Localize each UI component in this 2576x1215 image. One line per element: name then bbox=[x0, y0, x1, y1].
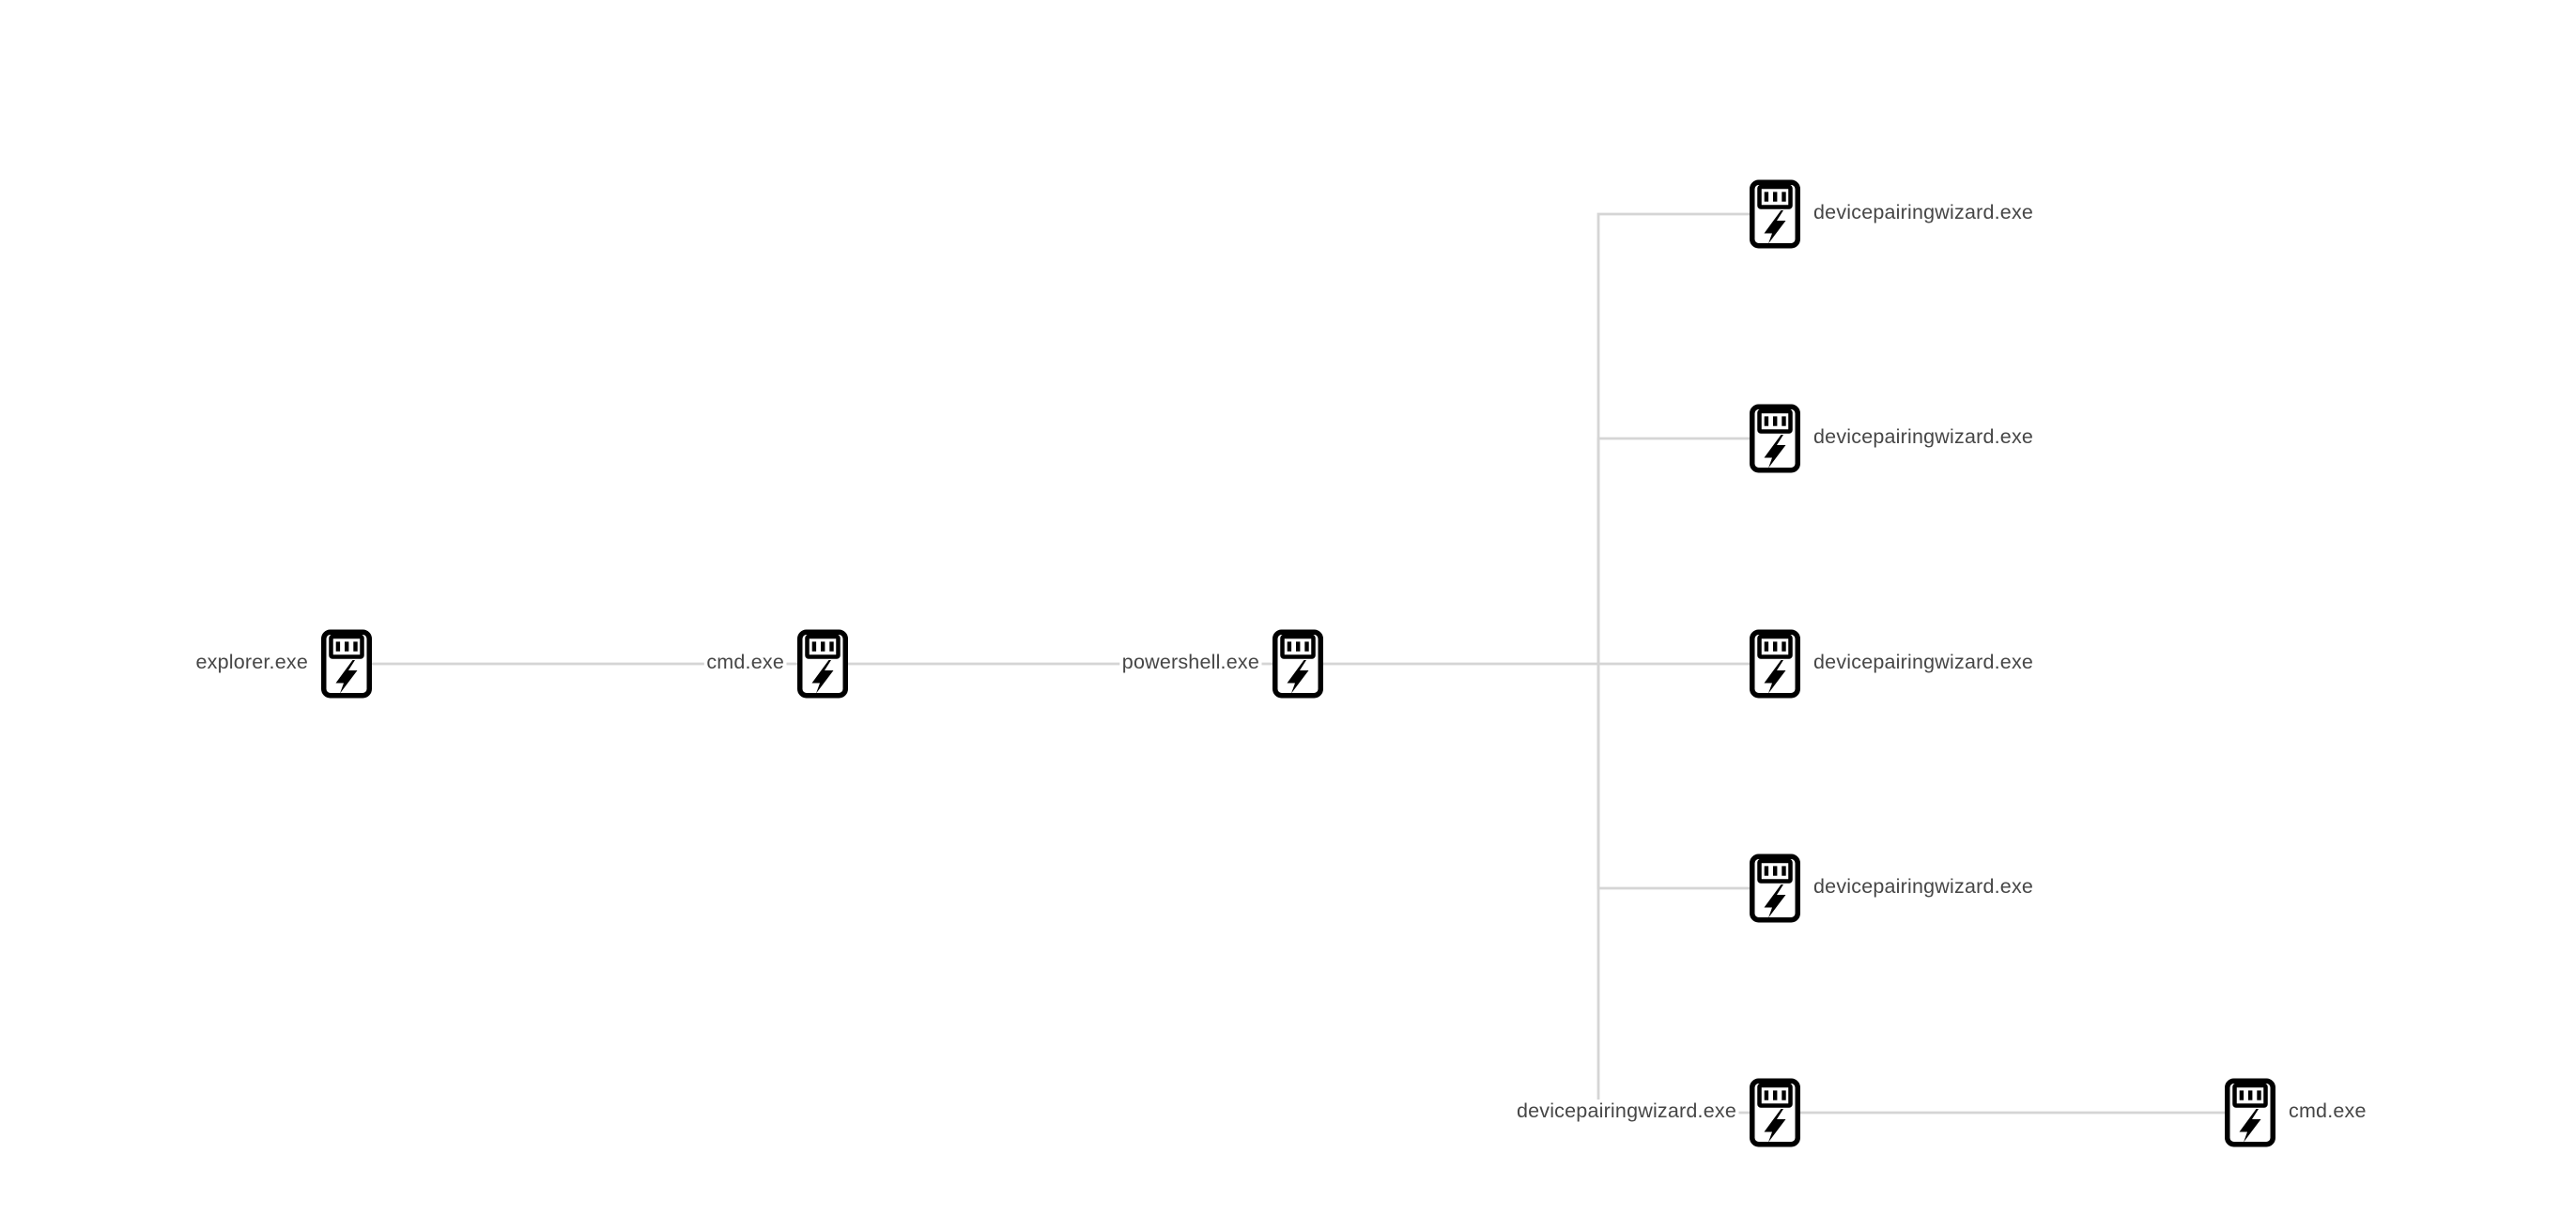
label-backdrop bbox=[1514, 1100, 1739, 1122]
process-lightning-icon[interactable] bbox=[2225, 1078, 2275, 1147]
process-node-dpw1[interactable]: devicepairingwizard.exe bbox=[1750, 179, 2036, 249]
label-backdrop bbox=[1811, 201, 2036, 223]
icon-bolt bbox=[1764, 884, 1786, 918]
icon-bolt bbox=[1764, 660, 1786, 694]
icon-vent-bar bbox=[1773, 1090, 1778, 1100]
process-label: powershell.exe bbox=[1122, 651, 1259, 673]
process-lightning-icon[interactable] bbox=[321, 629, 372, 699]
process-lightning-icon[interactable] bbox=[1750, 404, 1800, 473]
icon-vent-bar bbox=[811, 641, 817, 652]
icon-vent-bar bbox=[1296, 641, 1301, 652]
process-node-explorer[interactable]: explorer.exe bbox=[193, 629, 372, 699]
process-lightning-icon[interactable] bbox=[1273, 629, 1323, 699]
icon-vent-bar bbox=[1764, 866, 1769, 876]
process-label: devicepairingwizard.exe bbox=[1813, 875, 2033, 898]
icon-vent-bar bbox=[1773, 641, 1778, 652]
icon-vent-bar bbox=[2239, 1090, 2244, 1100]
icon-vent-bar bbox=[1782, 641, 1786, 652]
process-lightning-icon[interactable] bbox=[1750, 1078, 1800, 1147]
process-lightning-icon[interactable] bbox=[797, 629, 848, 699]
icon-bolt bbox=[1764, 210, 1786, 244]
process-label: cmd.exe bbox=[2289, 1100, 2367, 1122]
icon-vent-bar bbox=[1773, 866, 1778, 876]
icon-vent-bar bbox=[1287, 641, 1292, 652]
process-node-dpw3[interactable]: devicepairingwizard.exe bbox=[1750, 629, 2036, 699]
process-node-cmd1[interactable]: cmd.exe bbox=[703, 629, 848, 699]
icon-vent-bar bbox=[1782, 1090, 1786, 1100]
process-node-dpw2[interactable]: devicepairingwizard.exe bbox=[1750, 404, 2036, 473]
icon-bolt bbox=[1764, 1109, 1786, 1143]
icon-bolt bbox=[811, 660, 834, 694]
icon-vent-bar bbox=[821, 641, 825, 652]
label-backdrop bbox=[1811, 425, 2036, 448]
icon-vent-bar bbox=[1773, 192, 1778, 202]
process-lightning-icon[interactable] bbox=[1750, 629, 1800, 699]
process-node-dpw5[interactable]: devicepairingwizard.exe bbox=[1514, 1078, 1800, 1147]
nodes-layer: explorer.exe cmd.exe powershell.exe devicep… bbox=[193, 179, 2369, 1147]
label-backdrop bbox=[1811, 875, 2036, 898]
label-backdrop bbox=[1811, 651, 2036, 673]
process-label: devicepairingwizard.exe bbox=[1813, 425, 2033, 448]
icon-vent-bar bbox=[829, 641, 834, 652]
label-backdrop bbox=[2286, 1100, 2369, 1122]
process-node-dpw4[interactable]: devicepairingwizard.exe bbox=[1750, 854, 2036, 923]
label-backdrop bbox=[703, 651, 787, 673]
icon-vent-bar bbox=[1782, 416, 1786, 426]
label-backdrop bbox=[1119, 651, 1262, 673]
icon-vent-bar bbox=[1764, 641, 1769, 652]
icon-vent-bar bbox=[1782, 192, 1786, 202]
icon-vent-bar bbox=[1782, 866, 1786, 876]
process-label: devicepairingwizard.exe bbox=[1813, 201, 2033, 223]
process-label: explorer.exe bbox=[195, 651, 308, 673]
label-backdrop bbox=[193, 651, 311, 673]
process-lightning-icon[interactable] bbox=[1750, 179, 1800, 249]
icon-vent-bar bbox=[1773, 416, 1778, 426]
icon-vent-bar bbox=[1764, 416, 1769, 426]
icon-bolt bbox=[1764, 435, 1786, 469]
icon-vent-bar bbox=[2248, 1090, 2253, 1100]
process-label: devicepairingwizard.exe bbox=[1517, 1100, 1736, 1122]
process-label: devicepairingwizard.exe bbox=[1813, 651, 2033, 673]
process-node-cmd2[interactable]: cmd.exe bbox=[2225, 1078, 2369, 1147]
icon-bolt bbox=[335, 660, 358, 694]
icon-vent-bar bbox=[1764, 1090, 1769, 1100]
icon-vent-bar bbox=[2257, 1090, 2261, 1100]
edge-powershell-dpw2 bbox=[1597, 437, 1775, 664]
edge-powershell-dpw4 bbox=[1597, 664, 1775, 890]
icon-bolt bbox=[2239, 1109, 2261, 1143]
icon-vent-bar bbox=[335, 641, 341, 652]
icon-vent-bar bbox=[345, 641, 349, 652]
icon-vent-bar bbox=[1304, 641, 1309, 652]
icon-vent-bar bbox=[353, 641, 358, 652]
process-label: cmd.exe bbox=[706, 651, 784, 673]
process-lightning-icon[interactable] bbox=[1750, 854, 1800, 923]
process-node-powershell[interactable]: powershell.exe bbox=[1119, 629, 1323, 699]
icon-bolt bbox=[1287, 660, 1309, 694]
icon-vent-bar bbox=[1764, 192, 1769, 202]
